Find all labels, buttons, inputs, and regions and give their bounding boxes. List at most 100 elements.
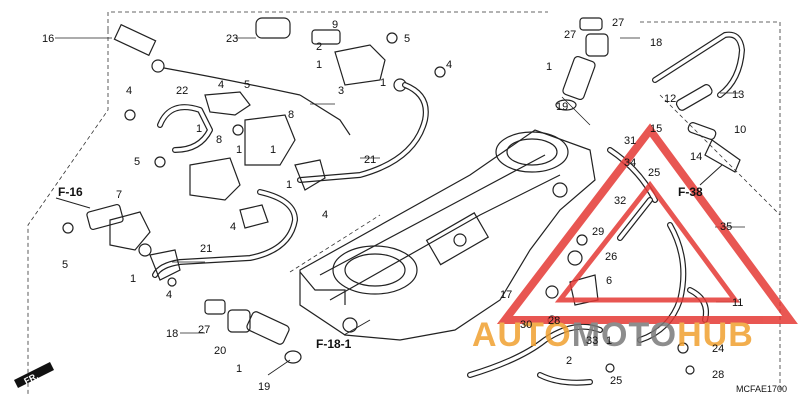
bracket-8-lower xyxy=(189,157,241,201)
injector-ring-19-right xyxy=(555,99,577,111)
callout-27-right-b: 27 xyxy=(612,17,624,29)
callout-1-top-right: 1 xyxy=(380,77,386,89)
pipe-22-inner xyxy=(158,105,212,152)
callout-1-left: 1 xyxy=(130,273,136,285)
callout-15: 15 xyxy=(650,123,662,135)
callout-19-right: 19 xyxy=(556,101,568,113)
callout-25-bottom: 25 xyxy=(610,375,622,387)
o-ring-1-mid xyxy=(232,124,244,136)
f16-arrow xyxy=(55,197,91,209)
throttle-port xyxy=(552,182,568,198)
group-frames xyxy=(27,11,781,395)
callout-5-bottom: 5 xyxy=(62,259,68,271)
joint-17 xyxy=(545,285,559,299)
callout-4-mid-low: 4 xyxy=(230,221,236,233)
hose-assembly-right xyxy=(652,31,745,173)
bolt-5-left xyxy=(62,222,74,234)
injector-top-body xyxy=(113,23,157,57)
callout-3: 3 xyxy=(338,85,344,97)
callout-22: 22 xyxy=(176,85,188,97)
watermark-text-auto: AUTO xyxy=(472,316,572,354)
throttle-bore-rear-inner xyxy=(506,138,558,166)
top-left-frame xyxy=(107,11,548,30)
callout-20: 20 xyxy=(214,345,226,357)
pipe-flange-upper xyxy=(294,159,326,191)
callout-25-upper: 25 xyxy=(648,167,660,179)
injector-top-joint xyxy=(151,59,165,73)
bracket-8-upper xyxy=(244,114,296,166)
spring-3 xyxy=(299,94,351,136)
callout-23: 23 xyxy=(226,33,238,45)
callout-7: 7 xyxy=(116,189,122,201)
callout-5-top: 5 xyxy=(404,33,410,45)
watermark-triangle-outer xyxy=(496,123,798,324)
throttle-bracket xyxy=(299,271,346,305)
callout-4-left: 4 xyxy=(126,85,132,97)
throttle-body-outline xyxy=(299,129,596,341)
callout-28-right: 28 xyxy=(712,369,724,381)
watermark-text: AUTOMOTOHUB xyxy=(472,316,754,354)
callout-4-mid: 4 xyxy=(218,79,224,91)
callout-24: 24 xyxy=(712,343,724,355)
throttle-body-ridge xyxy=(319,154,546,276)
callout-33: 33 xyxy=(586,335,598,347)
injector-cap-23 xyxy=(255,17,291,39)
callout-1-bottom: 1 xyxy=(236,363,242,375)
diagram-code: MCFAE1700 xyxy=(736,384,787,394)
callout-16: 16 xyxy=(42,33,54,45)
joint-25-bottom xyxy=(605,363,615,373)
left-frame xyxy=(27,30,109,395)
right-diagonal-frame xyxy=(659,94,781,216)
injector-seal-27-right xyxy=(579,17,603,31)
pipe-clamp-mid xyxy=(239,204,269,229)
throttle-body-frame xyxy=(289,214,381,273)
callout-31: 31 xyxy=(624,135,636,147)
hose-13-inner xyxy=(653,32,744,97)
injector-assembly-top xyxy=(113,17,446,136)
section-ref-f16: F-16 xyxy=(58,185,83,199)
callout-11: 11 xyxy=(732,297,743,309)
callout-32: 32 xyxy=(614,195,626,207)
callout-28-mid: 28 xyxy=(548,315,560,327)
injector-body-7 xyxy=(86,203,124,231)
hose-2-left-inner xyxy=(468,324,602,377)
front-arrow-icon xyxy=(14,362,54,388)
callout-21-upper: 21 xyxy=(364,154,376,166)
callout-30: 30 xyxy=(520,319,532,331)
callout-5-mid: 5 xyxy=(244,79,250,91)
callout-1-right: 1 xyxy=(546,61,552,73)
injector-assembly-right xyxy=(555,17,609,111)
injector-top-lead xyxy=(163,67,301,96)
throttle-sensor xyxy=(342,317,358,333)
injector-body-bottom xyxy=(246,311,290,345)
injector-ring-19 xyxy=(284,350,302,364)
throttle-bore-rear xyxy=(495,131,569,173)
fuel-pipe-mid xyxy=(149,189,298,281)
bolt-5-mid xyxy=(154,156,166,168)
callout-5-left: 5 xyxy=(134,156,140,168)
pipe-21-upper-outer xyxy=(297,82,429,183)
bolt-4-mid xyxy=(124,109,136,121)
section-ref-f181: F-18-1 xyxy=(316,337,352,351)
callout-9: 9 xyxy=(332,19,338,31)
hose-joint-12 xyxy=(675,84,713,111)
throttle-pivot xyxy=(453,233,467,247)
bolt-4-left xyxy=(167,277,177,287)
f38-arrow xyxy=(699,164,723,186)
watermark-text-moto: MOTO xyxy=(572,316,677,354)
bolt-5-top xyxy=(386,32,398,44)
callout-21-mid: 21 xyxy=(200,243,212,255)
callout-1-pipe: 1 xyxy=(286,179,292,191)
pipe-21-upper-inner xyxy=(298,83,428,182)
watermark-text-hub: HUB xyxy=(677,316,754,354)
bracket-5-mid xyxy=(204,91,251,116)
injector-cap-right xyxy=(585,33,609,57)
injector-holder-7 xyxy=(109,211,151,251)
bracket-assembly-mid xyxy=(124,91,296,201)
pipe-flange-mid xyxy=(149,249,181,281)
section-arrows xyxy=(55,164,723,336)
pipe-21-mid-inner xyxy=(153,190,297,277)
callout-12: 12 xyxy=(664,93,676,105)
callout-34: 34 xyxy=(624,157,636,169)
